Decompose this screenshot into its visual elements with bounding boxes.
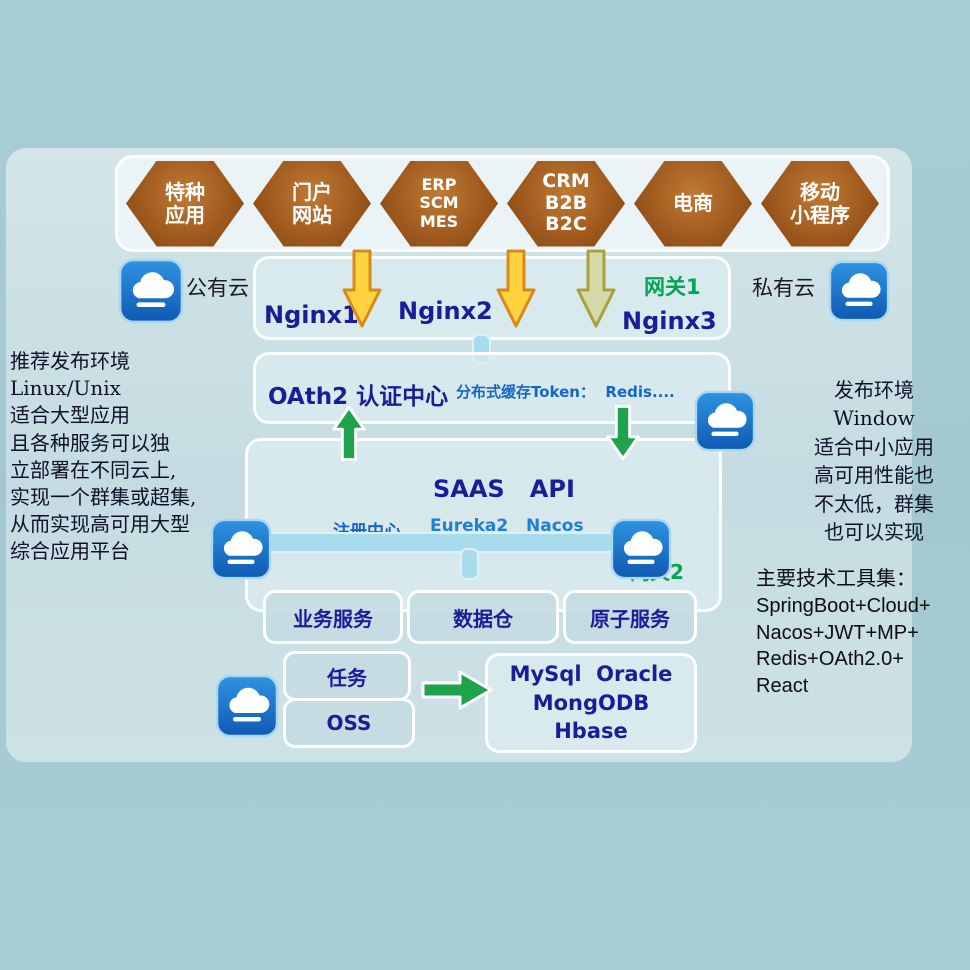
hexagon-label: 门户 网站	[292, 179, 332, 227]
hexagon-crm-b2b-b2c: CRM B2B B2C	[507, 160, 625, 247]
arrow-down-icon	[496, 249, 536, 328]
business-service-label: 业务服务	[293, 606, 373, 631]
connector-pipe	[460, 548, 479, 580]
cloud-icon	[610, 518, 672, 580]
hexagon-label: CRM B2B B2C	[542, 169, 590, 236]
data-warehouse-box: 数据仓	[407, 590, 559, 644]
public-cloud-icon	[118, 258, 184, 324]
nginx3-label: Nginx3	[622, 307, 717, 335]
cloud-icon	[210, 518, 272, 580]
cloud-icon	[215, 674, 279, 738]
arrow-down-icon	[576, 249, 616, 328]
left-environment-note: 推荐发布环境 Linux/Unix 适合大型应用 且各种服务可以独 立部署在不同…	[10, 349, 197, 564]
public-cloud-label: 公有云	[186, 276, 249, 300]
saas-api-title: SAAS API	[433, 475, 575, 503]
arrow-down-icon	[342, 249, 382, 328]
cloud-icon	[694, 390, 756, 452]
arrow-down-icon	[606, 404, 640, 461]
hexagon-label: 特种 应用	[165, 179, 205, 227]
oauth-title: OAth2 认证中心	[268, 384, 449, 410]
oss-box: OSS	[283, 698, 415, 748]
atomic-service-label: 原子服务	[590, 606, 670, 631]
data-warehouse-label: 数据仓	[453, 606, 513, 631]
bus-bar	[238, 532, 662, 553]
arrow-up-icon	[332, 405, 366, 462]
oss-label: OSS	[326, 711, 372, 735]
hexagon-ecommerce: 电商	[634, 160, 752, 247]
hexagon-mobile-miniapp: 移动 小程序	[761, 160, 879, 247]
hexagon-label: 移动 小程序	[790, 179, 850, 227]
private-cloud-icon	[828, 260, 890, 322]
private-cloud-label: 私有云	[752, 276, 815, 300]
arrow-right-icon	[421, 670, 493, 710]
gateway1-box: Nginx1 Nginx2 Nginx3 网关1	[253, 256, 731, 340]
oauth-cache-label: 分布式缓存Token： Redis....	[456, 383, 675, 401]
task-label: 任务	[327, 665, 367, 690]
hexagon-special-app: 特种 应用	[126, 160, 244, 247]
business-service-box: 业务服务	[263, 590, 403, 644]
hexagon-portal: 门户 网站	[253, 160, 371, 247]
right-environment-note: 发布环境 Window 适合中小应用 高可用性能也 不太低，群集 也可以实现	[814, 378, 934, 544]
database-label: MySql Oracle MongODB Hbase	[509, 662, 673, 744]
registry-items-label: Eureka2 Nacos	[430, 516, 584, 536]
nginx1-label: Nginx1	[264, 301, 359, 329]
atomic-service-box: 原子服务	[563, 590, 697, 644]
gateway1-label: 网关1	[644, 275, 701, 299]
oauth-box: OAth2 认证中心 分布式缓存Token： Redis....	[253, 352, 731, 424]
database-box: MySql Oracle MongODB Hbase	[485, 653, 697, 753]
hexagon-erp-scm-mes: ERP SCM MES	[380, 160, 498, 247]
hexagon-label: 电商	[673, 191, 713, 215]
tech-stack-note: 主要技术工具集： SpringBoot+Cloud+ Nacos+JWT+MP+…	[756, 568, 931, 698]
task-box: 任务	[283, 651, 411, 701]
apps-bar: 特种 应用 门户 网站 ERP SCM MES CRM B2B B2C 电商 移…	[115, 155, 890, 252]
hexagon-label: ERP SCM MES	[419, 174, 459, 231]
nginx2-label: Nginx2	[398, 297, 493, 325]
